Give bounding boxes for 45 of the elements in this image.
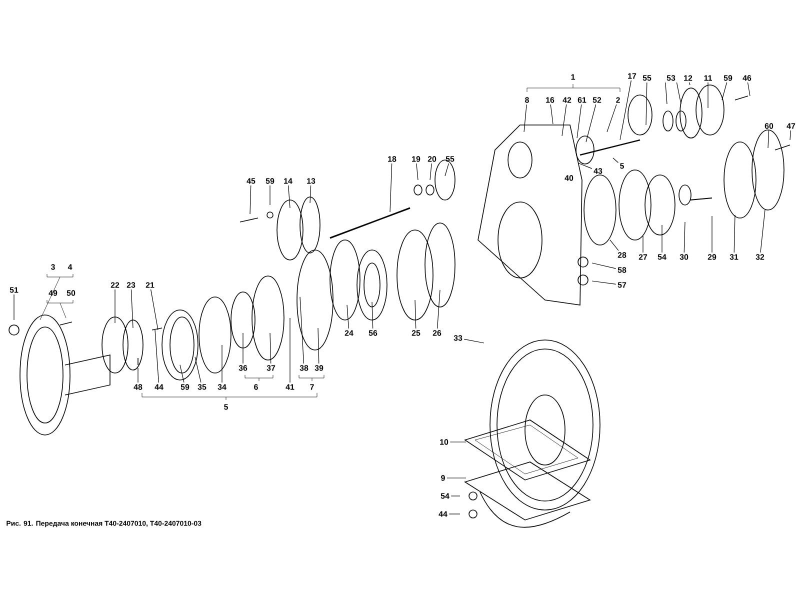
leader-line	[416, 163, 418, 180]
leader-line	[414, 300, 416, 329]
leader-line	[114, 289, 116, 324]
leader-line	[620, 80, 632, 140]
leader-line	[154, 330, 159, 383]
leader-line	[310, 185, 312, 204]
leader-line	[606, 104, 617, 132]
leader-line	[592, 280, 616, 284]
leader-line	[790, 130, 791, 140]
leader-line	[592, 262, 616, 269]
leader-line	[586, 104, 596, 142]
leader-line	[684, 222, 686, 253]
leader-line	[318, 328, 320, 364]
leader-line	[562, 104, 567, 136]
leader-line	[760, 210, 766, 253]
leader-line	[524, 104, 527, 132]
leader-line	[430, 163, 432, 180]
leader-line	[270, 332, 272, 364]
leader-line	[180, 364, 184, 383]
leader-line	[688, 82, 690, 86]
leader-line	[194, 356, 202, 383]
leader-line	[734, 214, 736, 253]
leader-line	[747, 82, 750, 96]
leader-line	[288, 185, 290, 208]
leader-line	[768, 130, 770, 148]
leader-line	[642, 236, 644, 253]
leader-line	[550, 104, 554, 124]
leader-line	[578, 162, 592, 169]
leader-line	[646, 82, 648, 126]
leader-line	[130, 289, 134, 328]
leader-line	[676, 82, 682, 104]
leader-line	[665, 82, 668, 104]
leader-line	[610, 240, 619, 251]
leader-line	[390, 163, 392, 212]
leader-line	[300, 296, 304, 364]
leader-line	[444, 163, 449, 176]
leader-line	[464, 338, 484, 344]
leader-line	[437, 290, 440, 329]
leader-line	[612, 158, 619, 163]
leader-line	[576, 104, 582, 138]
leader-line	[346, 304, 349, 329]
leader-line	[242, 332, 244, 364]
leader-line	[250, 185, 252, 214]
leader-line	[722, 82, 728, 100]
leader-line	[150, 289, 158, 330]
